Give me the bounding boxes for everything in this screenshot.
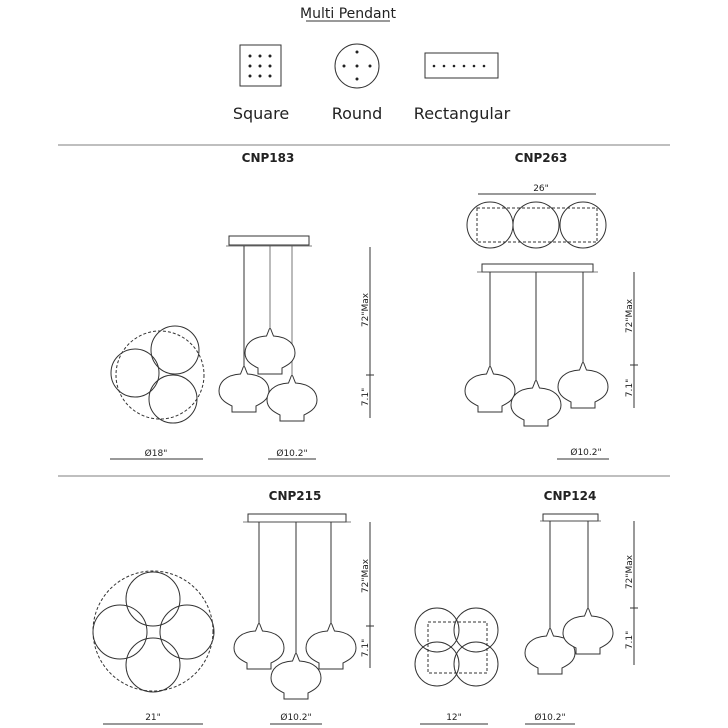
square-canopy-icon — [239, 44, 282, 87]
rectangular-canopy-icon — [424, 52, 499, 79]
round-label: Round — [332, 104, 383, 123]
top-view-diagram — [466, 201, 607, 249]
front-view-diagram — [218, 235, 318, 422]
height-dimension: 72"Max 7.1" — [361, 247, 374, 418]
product-cnp183: CNP183 72"Max 7.1" Ø18" Ø10.2" — [110, 151, 374, 460]
product-cnp215: CNP215 72"Max 7.1" 21" Ø10.2" — [92, 489, 374, 725]
rectangular-label: Rectangular — [414, 104, 511, 123]
model-title: CNP183 — [242, 151, 295, 165]
model-title: CNP263 — [515, 151, 568, 165]
max-height-label: 72"Max — [625, 298, 635, 333]
square-label: Square — [233, 104, 289, 123]
height-dimension: 72"Max 7.1" — [625, 272, 638, 408]
shade-dimension-label: Ø10.2" — [276, 448, 307, 459]
top-view-diagram — [414, 607, 499, 687]
shade-dimension-label: Ø10.2" — [280, 712, 311, 723]
model-title: CNP124 — [544, 489, 597, 503]
shade-height-label: 7.1" — [361, 639, 371, 657]
front-view-diagram — [233, 513, 357, 700]
top-dimension-label: 12" — [446, 713, 462, 723]
shade-dimension-label: Ø10.2" — [534, 712, 565, 723]
product-cnp124: CNP124 72"Max 7.1" 12" Ø10.2" — [414, 489, 638, 725]
max-height-label: 72"Max — [361, 292, 371, 327]
top-dimension-label: 21" — [145, 713, 161, 723]
round-canopy-icon — [334, 43, 380, 89]
front-view-diagram — [464, 263, 609, 427]
shade-dimension-label: Ø10.2" — [570, 447, 601, 458]
height-dimension: 72"Max 7.1" — [361, 522, 374, 668]
height-dimension: 72"Max 7.1" — [625, 521, 638, 665]
max-height-label: 72"Max — [361, 558, 371, 593]
top-dimension-label: Ø18" — [145, 448, 168, 459]
max-height-label: 72"Max — [625, 554, 635, 589]
top-dimension-label: 26" — [533, 184, 549, 194]
shade-height-label: 7.1" — [625, 379, 635, 397]
model-title: CNP215 — [269, 489, 322, 503]
shade-height-label: 7.1" — [361, 388, 371, 406]
top-view-diagram — [110, 325, 205, 424]
page-title: Multi Pendant — [300, 6, 396, 22]
header: Multi Pendant Square Round — [233, 6, 511, 123]
top-view-diagram — [92, 570, 215, 693]
shade-height-label: 7.1" — [625, 631, 635, 649]
front-view-diagram — [524, 513, 614, 675]
product-cnp263: CNP263 26" 72"Max 7.1" Ø10.2" — [464, 151, 638, 460]
